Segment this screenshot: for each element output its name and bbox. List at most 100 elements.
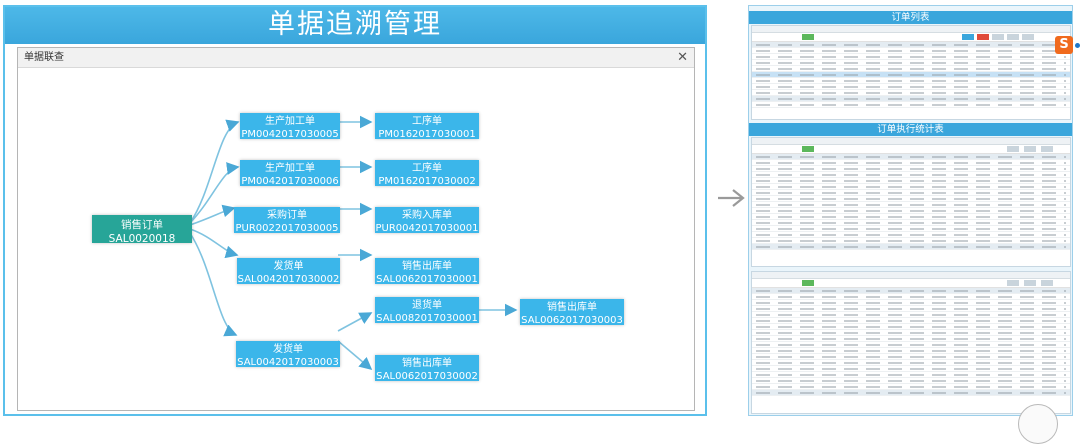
sales-outbound-node-1[interactable]: 销售出库单 SAL0062017030001 xyxy=(375,258,479,285)
return-order-node[interactable]: 退货单 SAL0082017030001 xyxy=(375,297,479,324)
page-title: 单据追溯管理 xyxy=(5,7,705,44)
grid-row[interactable] xyxy=(752,84,1070,90)
node-code: PUR0042017030001 xyxy=(375,223,479,234)
mini-toolbar xyxy=(752,33,1070,42)
grid-row[interactable] xyxy=(752,348,1070,354)
mini-btn-e[interactable] xyxy=(1022,34,1034,40)
sales-order-node[interactable]: 销售订单 SAL0020018 xyxy=(92,215,192,245)
mini-btn-a[interactable] xyxy=(1007,280,1019,286)
grid-row[interactable] xyxy=(752,366,1070,372)
node-type: 发货单 xyxy=(273,261,304,272)
node-type: 生产加工单 xyxy=(265,116,315,127)
grid-row[interactable] xyxy=(752,232,1070,238)
grid-row[interactable] xyxy=(752,360,1070,366)
grid-row-selected[interactable] xyxy=(752,72,1070,78)
order-detail-window xyxy=(751,271,1071,414)
grid-row[interactable] xyxy=(752,166,1070,172)
grid-row[interactable] xyxy=(752,60,1070,66)
grid-row[interactable] xyxy=(752,238,1070,244)
node-code: SAL0062017030003 xyxy=(521,315,623,326)
mini-toolbar xyxy=(752,145,1070,154)
order-stats-title: 订单执行统计表 xyxy=(749,123,1072,136)
grid-row[interactable] xyxy=(752,318,1070,324)
production-order-node-1[interactable]: 生产加工单 PM0042017030005 xyxy=(240,113,340,140)
node-type: 发货单 xyxy=(273,344,303,355)
grid-row[interactable] xyxy=(752,342,1070,348)
grid-row[interactable] xyxy=(752,378,1070,384)
grid-header xyxy=(752,42,1070,48)
delivery-order-node-2[interactable]: 发货单 SAL0042017030003 xyxy=(236,341,340,368)
grid-row[interactable] xyxy=(752,312,1070,318)
grid-row[interactable] xyxy=(752,372,1070,378)
grid-footer xyxy=(752,390,1070,396)
mini-query-button[interactable] xyxy=(802,146,814,152)
grid-row[interactable] xyxy=(752,220,1070,226)
close-icon[interactable]: ✕ xyxy=(677,50,688,65)
grid-row[interactable] xyxy=(752,54,1070,60)
grid-row[interactable] xyxy=(752,354,1070,360)
mini-btn-b[interactable] xyxy=(1024,146,1036,152)
grid-row[interactable] xyxy=(752,324,1070,330)
trace-connectors xyxy=(189,115,518,371)
grid-footer xyxy=(752,244,1070,250)
mini-query-button[interactable] xyxy=(802,280,814,286)
sales-outbound-node-3[interactable]: 销售出库单 SAL0062017030003 xyxy=(520,299,624,326)
order-stats-window xyxy=(751,137,1071,267)
grid-row[interactable] xyxy=(752,226,1070,232)
node-code: SAL0062017030001 xyxy=(376,274,478,285)
node-code: SAL0042017030002 xyxy=(237,274,340,285)
grid-row[interactable] xyxy=(752,66,1070,72)
purchase-receipt-node[interactable]: 采购入库单 PUR0042017030001 xyxy=(375,207,479,234)
node-type: 销售订单 xyxy=(121,219,163,231)
grid-row[interactable] xyxy=(752,208,1070,214)
grid-row[interactable] xyxy=(752,78,1070,84)
process-order-node-2[interactable]: 工序单 PM0162017030002 xyxy=(375,160,479,187)
mini-btn-c[interactable] xyxy=(1041,146,1053,152)
mini-btn-b[interactable] xyxy=(1024,280,1036,286)
sales-outbound-node-2[interactable]: 销售出库单 SAL0062017030002 xyxy=(375,355,479,382)
grid-row[interactable] xyxy=(752,196,1070,202)
trace-management-panel: 单据追溯管理 单据联查 ✕ xyxy=(3,5,707,416)
node-type: 销售出库单 xyxy=(547,302,597,313)
grid-row[interactable] xyxy=(752,214,1070,220)
grid-row[interactable] xyxy=(752,90,1070,96)
sogou-s-logo-icon: S xyxy=(1055,36,1073,54)
grid-row[interactable] xyxy=(752,384,1070,390)
node-code: PM0042017030006 xyxy=(241,176,339,187)
trace-graph: 销售订单 SAL0020018 生产加工单 PM0042017030005 生产… xyxy=(18,69,694,410)
node-code: SAL0042017030003 xyxy=(237,357,339,368)
grid-row[interactable] xyxy=(752,190,1070,196)
grid-row[interactable] xyxy=(752,172,1070,178)
grid-row[interactable] xyxy=(752,336,1070,342)
grid-row[interactable] xyxy=(752,184,1070,190)
grid-row[interactable] xyxy=(752,48,1070,54)
production-order-node-2[interactable]: 生产加工单 PM0042017030006 xyxy=(240,160,340,187)
mini-query-button[interactable] xyxy=(802,34,814,40)
node-code: SAL0062017030002 xyxy=(376,371,478,382)
grid-row[interactable] xyxy=(752,102,1070,108)
node-type: 退货单 xyxy=(412,300,442,311)
dialog-header: 单据联查 ✕ xyxy=(18,48,694,68)
grid-row[interactable] xyxy=(752,294,1070,300)
mini-btn-d[interactable] xyxy=(1007,34,1019,40)
process-order-node-1[interactable]: 工序单 PM0162017030001 xyxy=(375,113,479,140)
purchase-order-node[interactable]: 采购订单 PUR0022017030005 xyxy=(234,207,340,234)
mini-tabs xyxy=(752,272,1070,279)
grid-row[interactable] xyxy=(752,178,1070,184)
grid-row[interactable] xyxy=(752,202,1070,208)
node-code: PUR0022017030005 xyxy=(235,223,339,234)
mini-btn-c[interactable] xyxy=(992,34,1004,40)
mini-btn-a[interactable] xyxy=(962,34,974,40)
grid-row[interactable] xyxy=(752,306,1070,312)
node-type: 销售出库单 xyxy=(402,261,452,272)
mini-btn-b[interactable] xyxy=(977,34,989,40)
grid-row[interactable] xyxy=(752,160,1070,166)
mini-btn-c[interactable] xyxy=(1041,280,1053,286)
document-query-dialog: 单据联查 ✕ xyxy=(17,47,695,411)
grid-row[interactable] xyxy=(752,330,1070,336)
delivery-order-node-1[interactable]: 发货单 SAL0042017030002 xyxy=(237,258,340,285)
grid-row[interactable] xyxy=(752,300,1070,306)
node-type: 工序单 xyxy=(412,163,442,174)
mini-btn-a[interactable] xyxy=(1007,146,1019,152)
node-code: PM0162017030002 xyxy=(378,176,476,187)
